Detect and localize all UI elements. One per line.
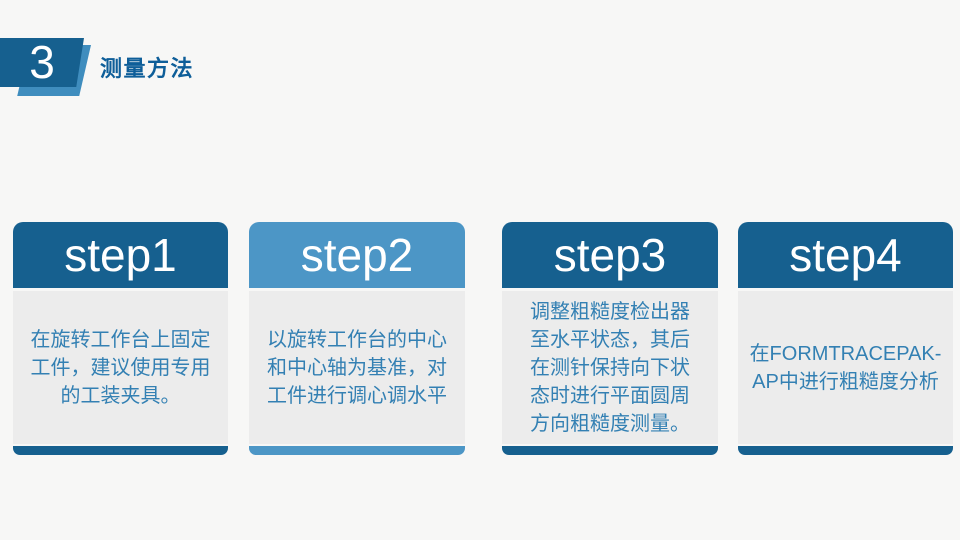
step-card-2-label: step2 (300, 229, 414, 281)
step-card-3: step3 调整粗糙度检出器 至水平状态，其后 在测针保持向下状 态时进行平面圆… (502, 222, 718, 455)
step-card-3-header: step3 (502, 222, 718, 288)
step-card-1-label: step1 (64, 229, 177, 281)
section-number: 3 (29, 36, 55, 88)
step-card-4-footer-bar (738, 446, 953, 455)
step-card-4: step4 在FORMTRACEPAK- AP中进行粗糙度分析 (738, 222, 953, 455)
step-card-2-header: step2 (249, 222, 465, 288)
step-card-2-body: 以旋转工作台的中心 和中心轴为基准，对 工件进行调心调水平 (249, 291, 465, 444)
step-card-3-footer-bar (502, 446, 718, 455)
step-card-3-label: step3 (553, 229, 667, 281)
steps-container: step1 在旋转工作台上固定 工件，建议使用专用 的工装夹具。 step2 以… (0, 222, 960, 455)
step-card-4-label: step4 (789, 229, 902, 281)
step-card-3-body: 调整粗糙度检出器 至水平状态，其后 在测针保持向下状 态时进行平面圆周 方向粗糙… (502, 291, 718, 444)
step-card-4-header: step4 (738, 222, 953, 288)
step-card-4-body: 在FORMTRACEPAK- AP中进行粗糙度分析 (738, 291, 953, 444)
step-card-1-header: step1 (13, 222, 228, 288)
page-title: 测量方法 (100, 56, 195, 81)
step-card-1-footer-bar (13, 446, 228, 455)
step-card-1: step1 在旋转工作台上固定 工件，建议使用专用 的工装夹具。 (13, 222, 228, 455)
step-card-2-footer-bar (249, 446, 465, 455)
step-card-2: step2 以旋转工作台的中心 和中心轴为基准，对 工件进行调心调水平 (249, 222, 465, 455)
slide-header: 3 测量方法 (0, 0, 960, 110)
step-card-3-text: 调整粗糙度检出器 至水平状态，其后 在测针保持向下状 态时进行平面圆周 方向粗糙… (530, 300, 690, 435)
step-card-2-text: 以旋转工作台的中心 和中心轴为基准，对 工件进行调心调水平 (267, 328, 447, 407)
step-card-1-text: 在旋转工作台上固定 工件，建议使用专用 的工装夹具。 (30, 328, 211, 407)
step-card-1-body: 在旋转工作台上固定 工件，建议使用专用 的工装夹具。 (13, 291, 228, 444)
step-card-4-text: 在FORMTRACEPAK- AP中进行粗糙度分析 (749, 342, 942, 393)
